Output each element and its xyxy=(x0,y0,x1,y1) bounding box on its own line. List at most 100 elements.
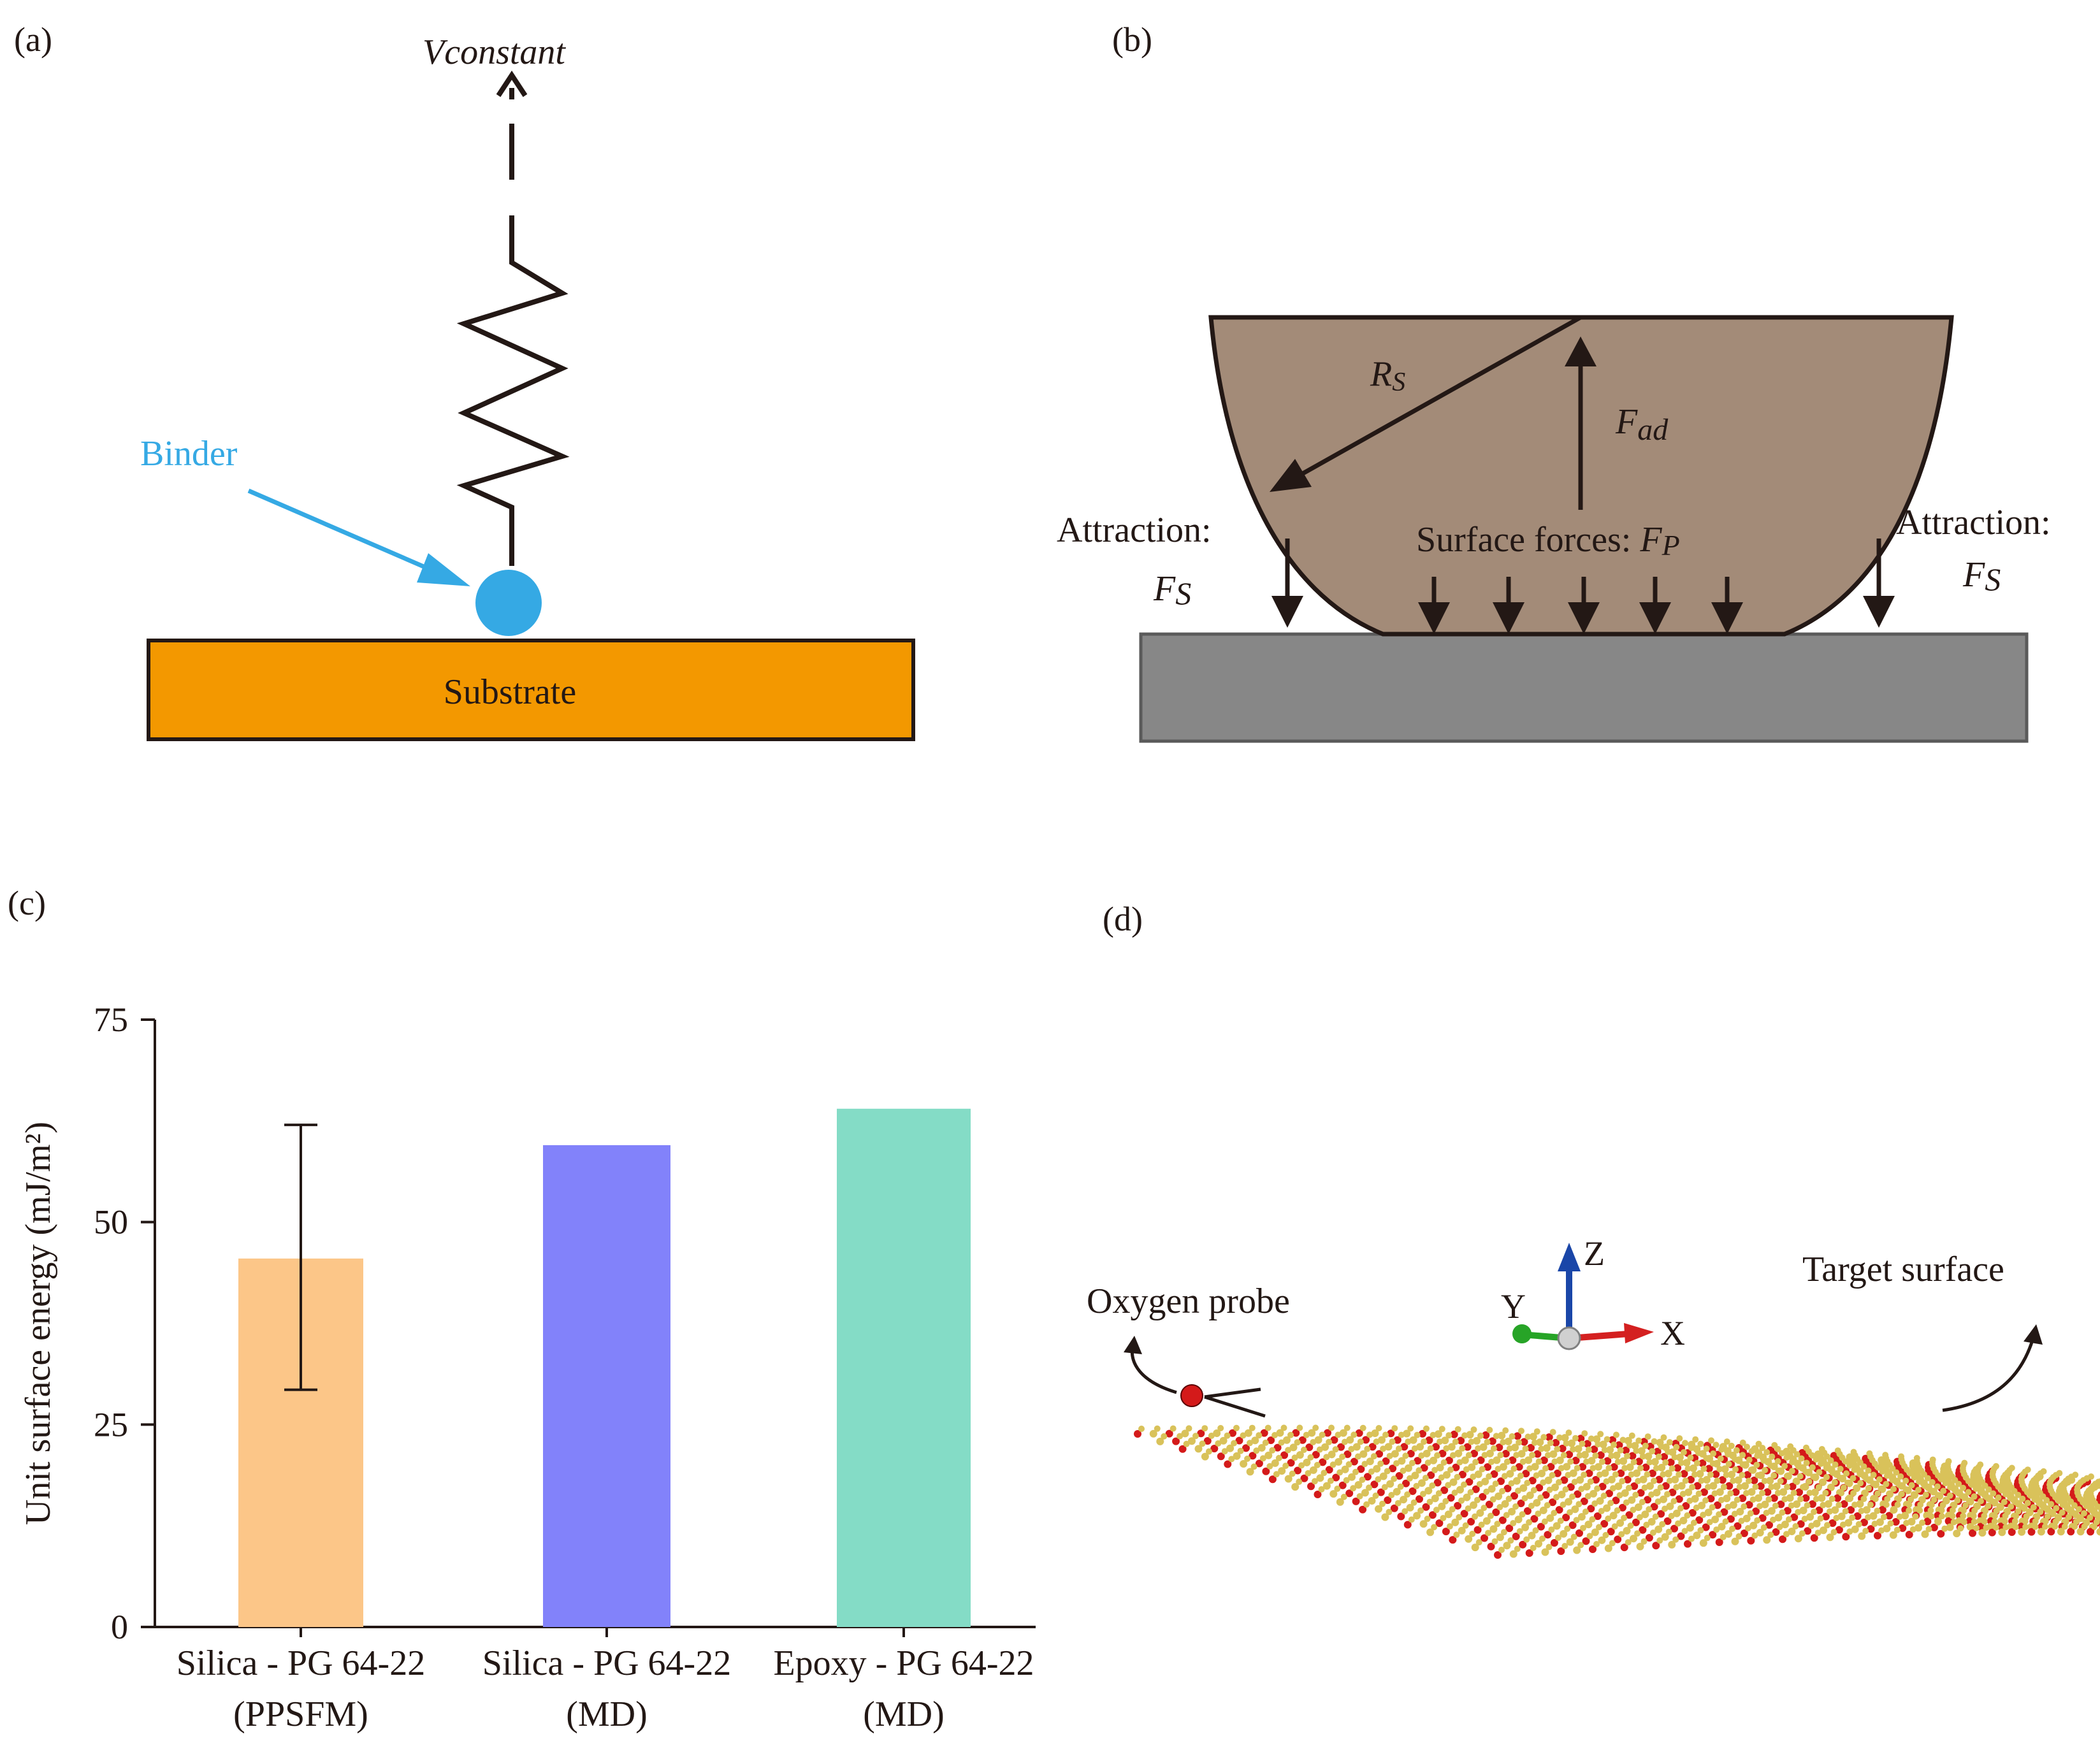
slab-atom xyxy=(1417,1507,1424,1514)
slab-atom xyxy=(1503,1542,1511,1550)
slab-atom xyxy=(1568,1521,1577,1529)
slab-atom xyxy=(1260,1429,1268,1437)
slab-atom xyxy=(1465,1478,1474,1486)
slab-atom xyxy=(1542,1465,1549,1472)
slab-atom xyxy=(1528,1531,1536,1540)
slab-atom xyxy=(1403,1429,1411,1438)
slab-atom xyxy=(1375,1476,1382,1483)
slab-atom xyxy=(1851,1501,1858,1508)
slab-atom xyxy=(2073,1518,2080,1525)
slab-atom xyxy=(1890,1486,1897,1493)
slab-atom xyxy=(1300,1474,1308,1482)
slab-atom xyxy=(1228,1456,1235,1463)
slab-atom xyxy=(1831,1479,1838,1486)
slab-atom xyxy=(1898,1491,1905,1498)
attraction-arrows xyxy=(1271,539,1895,628)
slab-atom xyxy=(1154,1425,1161,1432)
slab-atom xyxy=(1323,1454,1330,1461)
slab-atom xyxy=(1217,1425,1224,1431)
slab-atom xyxy=(1874,1490,1881,1497)
slab-atom xyxy=(1570,1533,1577,1540)
slab-atom xyxy=(1494,1551,1502,1559)
slab-atom xyxy=(2098,1507,2100,1514)
slab-atom xyxy=(1718,1522,1726,1531)
slab-atom xyxy=(1321,1470,1328,1477)
slab-atom xyxy=(1612,1471,1619,1478)
slab-atom xyxy=(1393,1436,1401,1444)
slab-atom xyxy=(1368,1443,1377,1451)
slab-atom xyxy=(1435,1519,1444,1528)
slab-atom xyxy=(1633,1469,1640,1477)
slab-atom xyxy=(1930,1523,1938,1531)
slab-atom xyxy=(1640,1538,1647,1545)
slab-atom xyxy=(1452,1463,1460,1471)
slab-atom xyxy=(1813,1496,1820,1503)
slab-atom xyxy=(1600,1493,1607,1500)
slab-atom xyxy=(1946,1492,1953,1499)
bar xyxy=(837,1108,971,1627)
slab-atom xyxy=(1833,1515,1840,1521)
slab-atom xyxy=(1531,1463,1539,1471)
slab-atom xyxy=(1677,1532,1685,1540)
slab-atom xyxy=(2002,1491,2009,1498)
slab-atom xyxy=(1973,1524,1980,1531)
slab-atom xyxy=(1827,1457,1834,1464)
slab-atom xyxy=(1526,1465,1533,1472)
slab-atom xyxy=(1359,1450,1368,1458)
slab-atom xyxy=(1739,1471,1746,1478)
slab-atom xyxy=(1741,1503,1748,1510)
slab-atom xyxy=(1424,1459,1431,1466)
slab-atom xyxy=(1674,1464,1682,1472)
slab-atom xyxy=(1716,1511,1723,1518)
slab-atom xyxy=(2013,1513,2020,1519)
slab-atom xyxy=(1605,1489,1613,1498)
slab-atom xyxy=(1630,1535,1637,1543)
slab-atom xyxy=(1201,1452,1209,1461)
slab-atom xyxy=(1729,1526,1735,1532)
slab-atom xyxy=(1334,1486,1341,1493)
slab-atom xyxy=(2069,1510,2076,1516)
slab-atom xyxy=(1532,1439,1538,1446)
slab-atom xyxy=(1662,1505,1669,1512)
slab-atom xyxy=(1319,1458,1327,1466)
slab-atom xyxy=(1574,1490,1582,1498)
slab-atom xyxy=(1655,1453,1662,1460)
velocity-arrow-head xyxy=(496,70,528,98)
slab-atom xyxy=(2015,1508,2022,1515)
slab-atom xyxy=(1770,1494,1778,1502)
slab-atom xyxy=(1488,1485,1496,1493)
slab-atom xyxy=(1560,1501,1567,1508)
slab-atom xyxy=(1431,1466,1438,1473)
slab-atom xyxy=(1496,1504,1503,1510)
slab-atom xyxy=(1553,1469,1561,1477)
slab-atom xyxy=(2083,1503,2090,1510)
slab-atom xyxy=(1666,1502,1674,1510)
slab-atom xyxy=(1876,1518,1884,1526)
slab-atom xyxy=(1490,1445,1497,1452)
slab-atom xyxy=(1804,1527,1812,1535)
slab-atom xyxy=(1915,1524,1922,1532)
slab-atom xyxy=(1426,1498,1433,1505)
slab-atom xyxy=(1502,1427,1509,1434)
slab-atom xyxy=(1404,1491,1411,1498)
slab-atom xyxy=(1705,1464,1713,1473)
slab-atom xyxy=(1704,1535,1711,1542)
slab-atom xyxy=(1736,1508,1744,1515)
slab-atom xyxy=(1959,1493,1966,1500)
slab-atom xyxy=(1269,1447,1276,1454)
slab-atom xyxy=(1373,1438,1380,1445)
slab-atom xyxy=(2007,1494,2014,1501)
slab-atom xyxy=(1842,1458,1849,1465)
slab-atom xyxy=(1755,1494,1762,1502)
slab-atom xyxy=(1601,1469,1609,1477)
slab-atom xyxy=(1314,1436,1322,1444)
slab-atom xyxy=(1953,1529,1961,1538)
slab-atom xyxy=(1655,1475,1663,1484)
slab-atom xyxy=(1788,1468,1795,1475)
slab-atom xyxy=(1688,1508,1697,1517)
slab-atom xyxy=(2026,1508,2033,1515)
slab-atom xyxy=(1767,1507,1776,1515)
slab-atom xyxy=(1395,1471,1403,1480)
slab-atom xyxy=(1577,1513,1586,1521)
target-curve-arrow-head xyxy=(2024,1324,2043,1345)
